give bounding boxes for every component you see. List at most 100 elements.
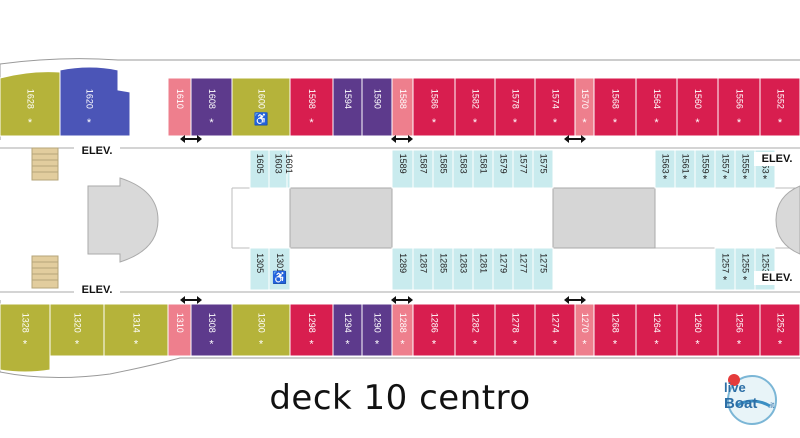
- cabin-1275[interactable]: 1275: [532, 247, 554, 291]
- cabin-1561[interactable]: 1561*: [674, 149, 696, 189]
- cabin-1279[interactable]: 1279: [492, 247, 514, 291]
- cabin-number: 1285: [439, 253, 449, 273]
- star-marker: *: [432, 338, 437, 350]
- cabin-1314[interactable]: 1314*: [103, 303, 169, 357]
- cabin-1277[interactable]: 1277: [512, 247, 534, 291]
- cabin-1628[interactable]: 1628*: [0, 71, 61, 137]
- star-marker: *: [87, 117, 92, 129]
- cabin-1286[interactable]: 1286*: [412, 303, 456, 357]
- cabin-1568[interactable]: 1568 *: [593, 77, 637, 137]
- star-marker: *: [309, 117, 314, 129]
- cabin-1328[interactable]: 1328*: [0, 303, 51, 373]
- cabin-1278[interactable]: 1278*: [494, 303, 536, 357]
- cabin-1300[interactable]: 1300*: [231, 303, 291, 357]
- cabin-1264[interactable]: 1264*: [635, 303, 678, 357]
- cabin-1577[interactable]: 1577: [512, 149, 534, 189]
- cabin-1274[interactable]: 1274*: [534, 303, 576, 357]
- cabin-1585[interactable]: 1585: [432, 149, 454, 189]
- cabin-1603[interactable]: 1603: [268, 149, 288, 189]
- cabin-number: 1287: [419, 253, 429, 273]
- cabin-number: 1278: [511, 313, 521, 333]
- cabin-number: 1589: [398, 154, 408, 174]
- cabin-1290[interactable]: 1290*: [361, 303, 393, 357]
- star-marker: *: [703, 174, 708, 186]
- cabin-1590[interactable]: 1590: [361, 77, 393, 137]
- cabin-1283[interactable]: 1283: [452, 247, 474, 291]
- cabin-number: 1574: [551, 89, 561, 109]
- cabin-number: 1301: [275, 253, 285, 273]
- cabin-1575[interactable]: 1575: [532, 149, 554, 189]
- cabin-1560[interactable]: 1560*: [676, 77, 719, 137]
- cabin-1594[interactable]: 1594: [332, 77, 363, 137]
- cabin-1579[interactable]: 1579: [492, 149, 514, 189]
- cabin-number: 1305: [255, 253, 265, 273]
- cabin-1610[interactable]: 1610: [167, 77, 192, 137]
- cabin-1257[interactable]: 1257*: [714, 247, 736, 291]
- elevator-label: ELEV.: [754, 152, 800, 166]
- cabin-number: 1277: [519, 253, 529, 273]
- cabin-1620[interactable]: 1620*: [59, 66, 131, 137]
- cabin-number: 1603: [274, 154, 284, 174]
- cabin-1282[interactable]: 1282*: [454, 303, 496, 357]
- cabin-1270[interactable]: 1270*: [574, 303, 595, 357]
- cabin-1252[interactable]: 1252*: [759, 303, 800, 357]
- star-marker: *: [473, 117, 478, 129]
- cabin-1320[interactable]: 1320*: [49, 303, 105, 357]
- cabin-1600[interactable]: 1600♿: [231, 77, 291, 137]
- cabin-number: 1564: [652, 89, 662, 109]
- cabin-1288[interactable]: 1288*: [391, 303, 414, 357]
- cabin-1555[interactable]: 1555*: [734, 149, 756, 189]
- star-marker: *: [778, 338, 783, 350]
- cabin-1582[interactable]: 1582*: [454, 77, 496, 137]
- cabin-1301[interactable]: 1301♿: [268, 247, 291, 291]
- cabin-1294[interactable]: 1294*: [332, 303, 363, 357]
- cabin-1289[interactable]: 1289: [391, 247, 414, 291]
- double-arrow-icon: [564, 135, 586, 143]
- atrium: [87, 177, 159, 263]
- cabin-1260[interactable]: 1260*: [676, 303, 719, 357]
- hull-outline-top: [0, 58, 800, 65]
- cabin-1563[interactable]: 1563*: [654, 149, 676, 189]
- cabin-number: 1628: [26, 89, 36, 109]
- cabin-1285[interactable]: 1285: [432, 247, 454, 291]
- star-marker: *: [613, 338, 618, 350]
- cabin-1559[interactable]: 1559*: [694, 149, 716, 189]
- cabin-1268[interactable]: 1268*: [593, 303, 637, 357]
- cabin-1310[interactable]: 1310: [167, 303, 192, 357]
- cabin-1552[interactable]: 1552*: [759, 77, 800, 137]
- cabin-number: 1610: [175, 89, 185, 109]
- cabin-1598[interactable]: 1598*: [289, 77, 334, 137]
- cabin-1281[interactable]: 1281: [472, 247, 494, 291]
- cabin-1305[interactable]: 1305: [249, 247, 270, 291]
- cabin-1308[interactable]: 1308*: [190, 303, 233, 357]
- double-arrow-icon: [391, 135, 413, 143]
- cabin-1578[interactable]: 1578*: [494, 77, 536, 137]
- cabin-1287[interactable]: 1287: [412, 247, 434, 291]
- star-marker: *: [663, 174, 668, 186]
- cabin-number: 1563: [661, 154, 671, 174]
- star-marker: *: [613, 117, 618, 129]
- cabin-number: 1283: [459, 253, 469, 273]
- cabin-1564[interactable]: 1564*: [635, 77, 678, 137]
- cabin-1589[interactable]: 1589: [391, 149, 414, 189]
- star-marker: *: [743, 275, 748, 287]
- cabin-1583[interactable]: 1583: [452, 149, 474, 189]
- cabin-number: 1586: [430, 89, 440, 109]
- cabin-1605[interactable]: 1605: [249, 149, 270, 189]
- cabin-1588[interactable]: 1588: [391, 77, 414, 137]
- cabin-1581[interactable]: 1581: [472, 149, 494, 189]
- star-marker: *: [553, 117, 558, 129]
- cabin-1255[interactable]: 1255*: [734, 247, 756, 291]
- cabin-1298[interactable]: 1298*: [289, 303, 334, 357]
- cabin-1557[interactable]: 1557*: [714, 149, 736, 189]
- cabin-1256[interactable]: 1256*: [717, 303, 761, 357]
- cabin-1608[interactable]: 1608*: [190, 77, 233, 137]
- cabin-1556[interactable]: 1556*: [717, 77, 761, 137]
- cabin-1570[interactable]: 1570*: [574, 77, 595, 137]
- cabin-1587[interactable]: 1587: [412, 149, 434, 189]
- cabin-1574[interactable]: 1574 *: [534, 77, 576, 137]
- cabin-number: 1568: [611, 89, 621, 109]
- cabin-1601[interactable]: 1601: [284, 149, 294, 189]
- cabin-1586[interactable]: 1586*: [412, 77, 456, 137]
